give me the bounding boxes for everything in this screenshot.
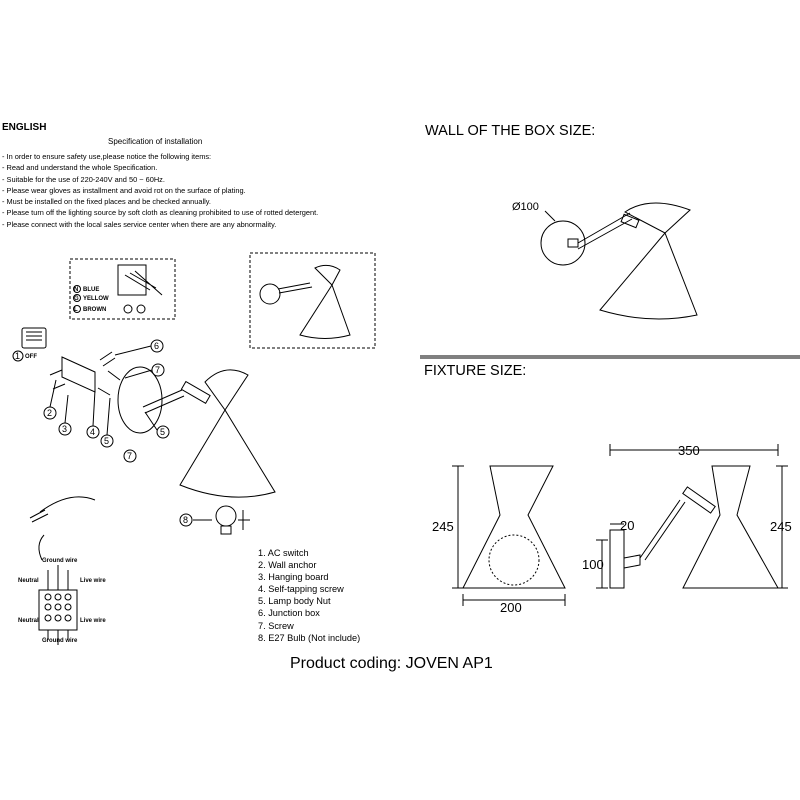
legend-item: 4. Self-tapping screw [258, 584, 344, 595]
instruction-item: - Please wear gloves as installment and … [2, 185, 246, 195]
callout-4: 4 [90, 427, 95, 437]
base-width-label: 200 [500, 600, 522, 615]
callout-2: 2 [47, 408, 52, 418]
box-dimension-label: Ø100 [512, 201, 539, 213]
fixture-side-view: 350 245 100 20 [582, 443, 792, 589]
box-size-heading: WALL OF THE BOX SIZE: [425, 123, 596, 139]
wiring-diagram: Ground wire Neutral Live wire Neutral Li… [18, 496, 106, 645]
parts-legend: 1. AC switch 2. Wall anchor 3. Hanging b… [258, 547, 360, 644]
callout-5b: 5 [160, 427, 165, 437]
wire-color-brown: BROWN [83, 307, 106, 313]
height-label-left: 245 [432, 519, 454, 534]
box-size-drawing: Ø100 [512, 201, 698, 320]
instruction-item: - In order to ensure safety use,please n… [2, 152, 212, 161]
wire-color-blue: BLUE [83, 287, 99, 293]
callout-7: 7 [155, 365, 160, 375]
fixture-size-heading: FIXTURE SIZE: [424, 363, 527, 379]
instruction-item: - Suitable for the use of 220-240V and 5… [2, 174, 165, 184]
preview-box [249, 252, 376, 349]
fixture-front-view: 245 200 [432, 465, 566, 615]
legend-item: 7. Screw [258, 620, 294, 631]
switch-off-label: OFF [25, 354, 37, 360]
ground-wire-label-bottom: Ground wire [42, 638, 78, 644]
neutral-label-top: Neutral [18, 578, 39, 584]
legend-item: 8. E27 Bulb (Not include) [258, 632, 361, 643]
product-coding: Product coding: JOVEN AP1 [290, 655, 493, 672]
legend-item: 5. Lamp body Nut [258, 596, 331, 607]
wall-plate-circle [540, 220, 586, 266]
instruction-item: - Please turn off the lighting source by… [2, 208, 319, 218]
wire-color-yellow: YELLOW [83, 296, 109, 302]
plate-height-label: 100 [582, 557, 604, 572]
exploded-view: 1 OFF 2 3 4 5 6 7 5 7 [12, 327, 276, 498]
instruction-item: - Read and understand the whole Specific… [2, 163, 158, 173]
neutral-label-bottom: Neutral [18, 618, 39, 624]
callout-3: 3 [62, 424, 67, 434]
live-wire-label-bottom: Live wire [80, 618, 106, 624]
height-label-right: 245 [770, 519, 792, 534]
instruction-list: - In order to ensure safety use,please n… [2, 151, 318, 230]
legend-item: 3. Hanging board [258, 572, 329, 583]
callout-7b: 7 [127, 451, 132, 461]
language-heading: ENGLISH [2, 122, 47, 133]
callout-8: 8 [183, 515, 188, 525]
wall-plate [609, 529, 625, 589]
bulb-outline [488, 534, 540, 586]
junction-detail: N G L BLUE YELLOW BROWN [69, 258, 176, 320]
wire-code-g: G [74, 296, 79, 302]
callout-6: 6 [154, 341, 159, 351]
callout-1: 1 [15, 351, 20, 361]
live-wire-label-top: Live wire [80, 578, 106, 584]
total-width-label: 350 [678, 443, 700, 458]
bulb-drawing: 8 [179, 505, 250, 535]
instruction-item: - Must be installed on the fixed places … [2, 197, 211, 207]
legend-item: 2. Wall anchor [258, 560, 317, 571]
spec-title: Specification of installation [108, 137, 203, 146]
plate-depth-label: 20 [620, 518, 634, 533]
ground-wire-label-top: Ground wire [42, 558, 78, 564]
wire-code-l: L [74, 307, 78, 313]
callout-5: 5 [104, 436, 109, 446]
wire-code-n: N [74, 287, 78, 293]
instruction-item: - Please connect with the local sales se… [2, 219, 277, 229]
legend-item: 6. Junction box [258, 608, 320, 619]
legend-item: 1. AC switch [258, 548, 309, 558]
